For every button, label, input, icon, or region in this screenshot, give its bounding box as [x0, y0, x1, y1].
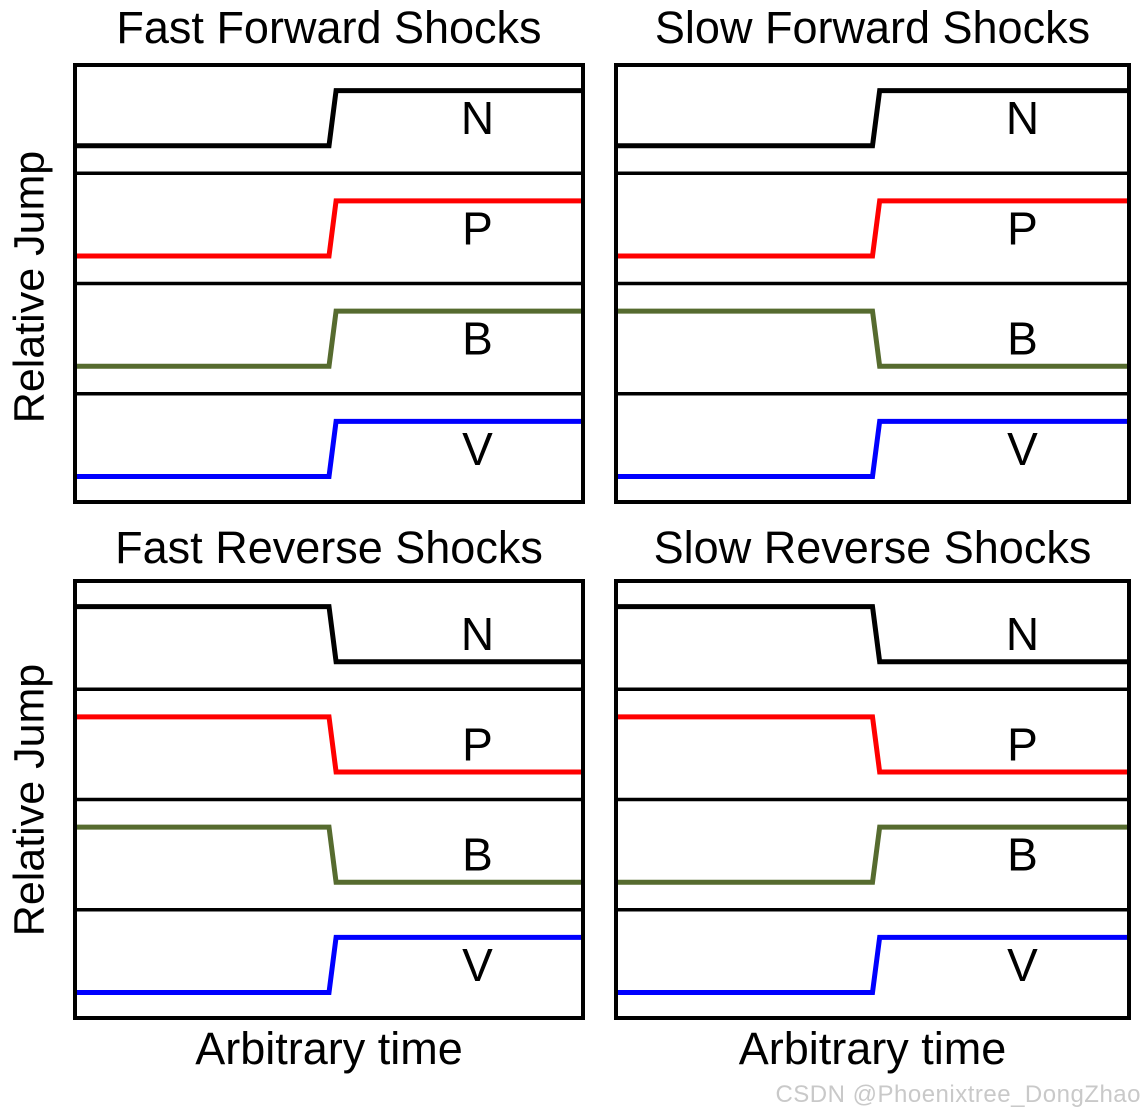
trace-V-up	[617, 934, 1128, 995]
series-label-B: B	[1007, 829, 1038, 881]
panel-border	[614, 63, 1131, 504]
y-axis-label-top-row: Relative Jump	[5, 150, 54, 424]
panel-title-slow-forward-shocks: Slow Forward Shocks	[654, 2, 1091, 53]
panel-border	[73, 579, 585, 1020]
x-axis-label-left-column: Arbitrary time	[195, 1023, 463, 1074]
trace-B-down	[617, 308, 1128, 369]
series-label-V: V	[1007, 423, 1038, 475]
panel-border	[73, 63, 585, 504]
series-label-N: N	[461, 608, 494, 660]
series-label-N: N	[461, 92, 494, 144]
series-label-N: N	[1006, 608, 1039, 660]
series-label-N: N	[1006, 92, 1039, 144]
series-label-V: V	[1007, 939, 1038, 991]
trace-V-up	[76, 418, 582, 479]
trace-V-up	[617, 418, 1128, 479]
panel-plot-bottom-right: N P B V	[614, 579, 1131, 1020]
panel-title-slow-reverse-shocks: Slow Reverse Shocks	[653, 522, 1092, 573]
trace-P-up	[76, 198, 582, 259]
y-axis-label-bottom-row: Relative Jump	[5, 663, 54, 937]
panel-plot-top-left: N P B V	[73, 63, 585, 504]
panel-title-fast-reverse-shocks: Fast Reverse Shocks	[115, 522, 543, 573]
panel-fast-forward-shocks: N P B V	[73, 63, 585, 504]
series-label-P: P	[462, 202, 493, 254]
trace-N-down	[617, 604, 1128, 665]
trace-B-up	[76, 308, 582, 369]
panel-title-fast-forward-shocks: Fast Forward Shocks	[116, 2, 542, 53]
series-label-P: P	[1007, 202, 1038, 254]
trace-B-up	[617, 824, 1128, 885]
series-label-B: B	[1007, 313, 1038, 365]
series-label-V: V	[462, 423, 493, 475]
trace-N-down	[76, 604, 582, 665]
x-axis-label-right-column: Arbitrary time	[738, 1023, 1007, 1074]
panel-slow-reverse-shocks: N P B V	[614, 579, 1131, 1020]
panel-border	[614, 579, 1131, 1020]
trace-N-up	[617, 88, 1128, 149]
panel-plot-top-right: N P B V	[614, 63, 1131, 504]
series-label-P: P	[1007, 718, 1038, 770]
trace-P-down	[617, 714, 1128, 775]
trace-B-down	[76, 824, 582, 885]
series-label-B: B	[462, 829, 493, 881]
trace-P-down	[76, 714, 582, 775]
series-label-V: V	[462, 939, 493, 991]
panel-plot-bottom-left: N P B V	[73, 579, 585, 1020]
panel-fast-reverse-shocks: N P B V	[73, 579, 585, 1020]
trace-N-up	[76, 88, 582, 149]
series-label-B: B	[462, 313, 493, 365]
trace-P-up	[617, 198, 1128, 259]
watermark-text: CSDN @Phoenixtree_DongZhao	[775, 1081, 1141, 1108]
panel-slow-forward-shocks: N P B V	[614, 63, 1131, 504]
trace-V-up	[76, 934, 582, 995]
series-label-P: P	[462, 718, 493, 770]
